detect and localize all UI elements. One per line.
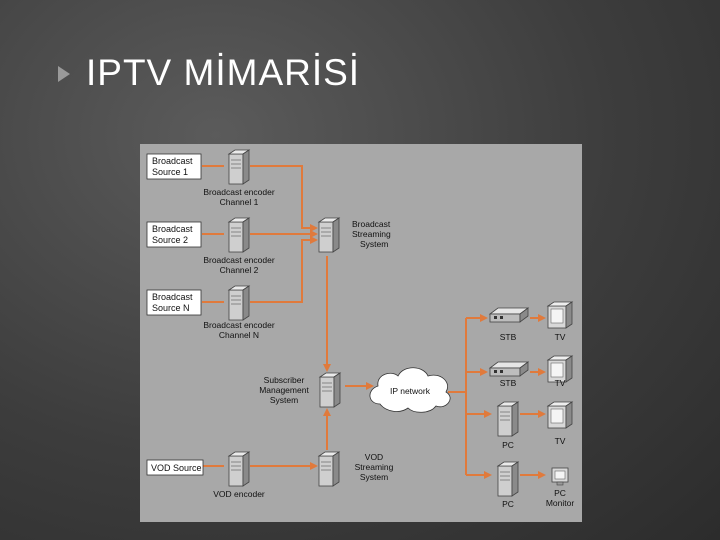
bss-line2: Streaming <box>352 229 391 239</box>
pc-tower-icon <box>497 401 519 437</box>
tv-icon <box>547 301 573 329</box>
client-4-device: PC <box>502 499 514 509</box>
encoder-2-line2: Channel 2 <box>220 265 259 275</box>
source-1-line1: Broadcast <box>152 156 193 166</box>
title-bullet-icon <box>58 66 70 82</box>
slide-title: IPTV MİMARİSİ <box>86 52 361 93</box>
encoder-2: Broadcast encoder Channel 2 <box>203 217 275 275</box>
server-icon <box>318 451 340 487</box>
client-4: PC PC Monitor <box>497 461 575 509</box>
client-3-display: TV <box>555 436 566 446</box>
pc-tower-icon <box>497 461 519 497</box>
link-lines <box>202 165 546 479</box>
client-1-display: TV <box>555 332 566 342</box>
source-2-line1: Broadcast <box>152 224 193 234</box>
client-4-display2: Monitor <box>546 498 575 508</box>
ip-network-label: IP network <box>390 386 431 396</box>
cloud-icon <box>369 367 451 413</box>
sms-line2: Management <box>259 385 309 395</box>
vss-line1: VOD <box>365 452 383 462</box>
source-n-line2: Source N <box>152 303 190 313</box>
bss-line3: System <box>360 239 388 249</box>
encoder-1: Broadcast encoder Channel 1 <box>203 149 275 207</box>
bss-line1: Broadcast <box>352 219 391 229</box>
client-1: STB TV <box>489 301 573 342</box>
client-2-display: TV <box>555 378 566 388</box>
sms-line1: Subscriber <box>264 375 305 385</box>
client-1-device: STB <box>500 332 517 342</box>
source-n-line1: Broadcast <box>152 292 193 302</box>
broadcast-source-1: Broadcast Source 1 <box>146 153 202 180</box>
encoder-n-line1: Broadcast encoder <box>203 320 275 330</box>
set-top-box-icon <box>489 361 529 377</box>
source-2-line2: Source 2 <box>152 235 188 245</box>
vss-line2: Streaming <box>355 462 394 472</box>
encoder-1-line2: Channel 1 <box>220 197 259 207</box>
set-top-box-icon <box>489 307 529 323</box>
encoder-n-line2: Channel N <box>219 330 259 340</box>
server-icon <box>228 217 250 253</box>
server-icon <box>228 285 250 321</box>
diagram-panel <box>140 144 582 522</box>
sms-line3: System <box>270 395 298 405</box>
vod-source-label: VOD Source <box>151 463 202 473</box>
vod-source: VOD Source <box>146 459 204 476</box>
client-4-display: PC <box>554 488 566 498</box>
source-1-line2: Source 1 <box>152 167 188 177</box>
client-2-device: STB <box>500 378 517 388</box>
client-2: STB TV <box>489 355 573 388</box>
client-3: PC TV <box>497 401 573 450</box>
server-icon <box>319 372 341 408</box>
encoder-n: Broadcast encoder Channel N <box>203 285 275 340</box>
subscriber-management-system: Subscriber Management System <box>259 372 341 408</box>
broadcast-streaming-system: Broadcast Streaming System <box>318 217 391 253</box>
vod-encoder-label: VOD encoder <box>213 489 265 499</box>
encoder-2-line1: Broadcast encoder <box>203 255 275 265</box>
vod-streaming-system: VOD Streaming System <box>318 451 394 487</box>
server-icon <box>228 149 250 185</box>
client-3-device: PC <box>502 440 514 450</box>
vss-line3: System <box>360 472 388 482</box>
tv-icon <box>547 401 573 429</box>
server-icon <box>318 217 340 253</box>
vod-encoder: VOD encoder <box>213 451 265 499</box>
broadcast-source-n: Broadcast Source N <box>146 289 202 316</box>
server-icon <box>228 451 250 487</box>
broadcast-source-2: Broadcast Source 2 <box>146 221 202 248</box>
ip-network-cloud: IP network <box>369 367 451 413</box>
encoder-1-line1: Broadcast encoder <box>203 187 275 197</box>
